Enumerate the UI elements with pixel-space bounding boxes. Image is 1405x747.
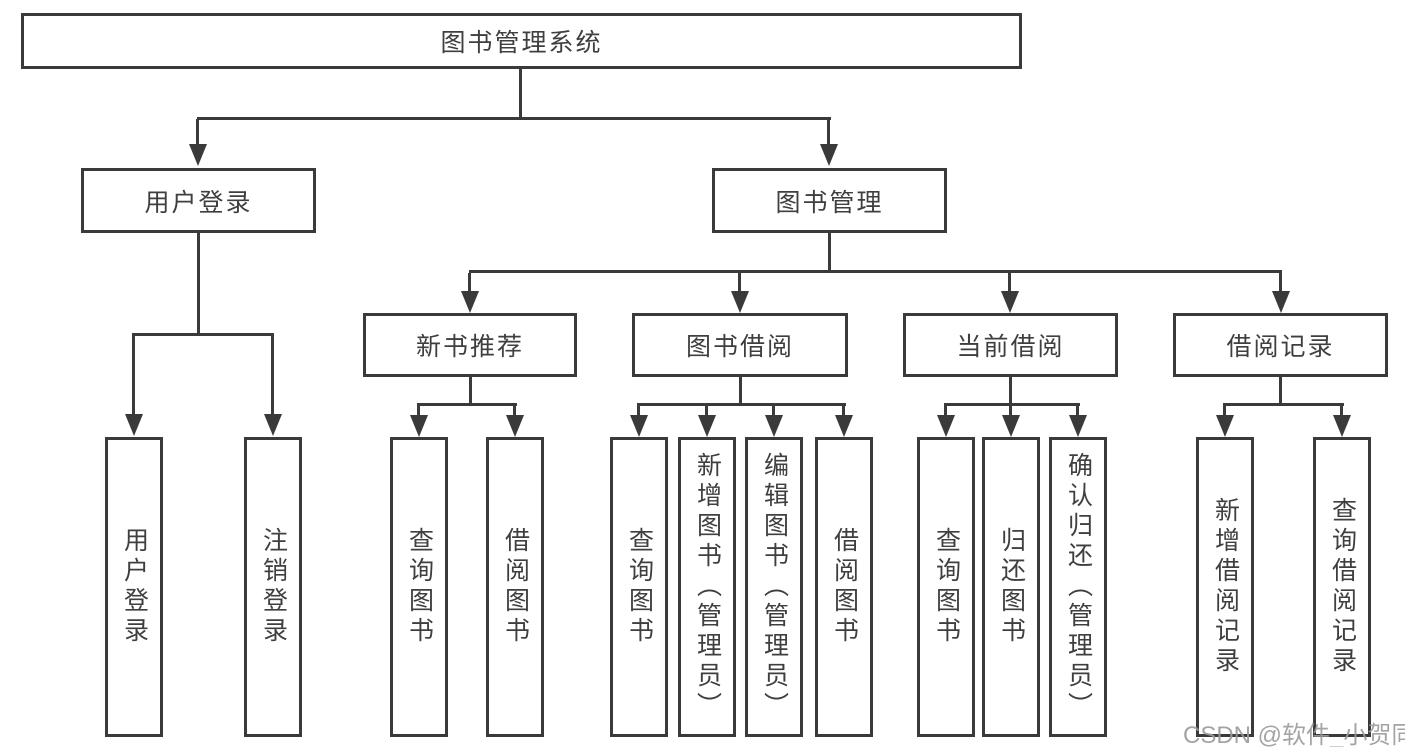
connector-line — [1279, 377, 1282, 406]
leaf-add-books-admin: 新增图书（管理员） — [678, 437, 736, 737]
node-user-login: 用户登录 — [81, 168, 316, 233]
node-label: 新增借阅记录 — [1211, 497, 1240, 677]
arrow-down-icon — [1069, 406, 1087, 437]
node-label: 注销登录 — [259, 527, 288, 647]
arrow-down-icon — [264, 336, 282, 436]
node-label: 图书管理 — [775, 188, 884, 217]
connector-line — [197, 233, 200, 335]
node-label: 用户登录 — [144, 188, 253, 217]
arrow-down-icon — [410, 406, 428, 437]
node-label: 归还图书 — [997, 527, 1026, 647]
connector-line — [944, 403, 1080, 406]
arrow-down-icon — [461, 273, 479, 313]
node-book-borrowing: 图书借阅 — [632, 313, 848, 377]
node-book-management: 图书管理 — [712, 168, 947, 233]
connector-line — [519, 69, 522, 119]
connector-line — [739, 377, 742, 406]
leaf-query-borrow-record: 查询借阅记录 — [1313, 437, 1371, 737]
watermark-text: CSDN @软件_小贺同学 — [1183, 722, 1405, 747]
connector-line — [1009, 377, 1012, 406]
leaf-query-books-borrowing: 查询图书 — [610, 437, 668, 737]
node-label: 确认归还（管理员） — [1064, 452, 1093, 722]
node-borrowing-records: 借阅记录 — [1173, 313, 1388, 377]
leaf-user-login: 用户登录 — [105, 437, 163, 737]
arrow-down-icon — [820, 119, 838, 166]
arrow-down-icon — [937, 406, 955, 437]
node-label: 图书借阅 — [685, 333, 794, 361]
arrow-down-icon — [1333, 406, 1351, 437]
connector-line — [417, 403, 517, 406]
node-label: 查询图书 — [625, 527, 654, 647]
node-current-borrowing: 当前借阅 — [903, 313, 1118, 377]
arrow-down-icon — [1002, 406, 1020, 437]
node-label: 查询图书 — [932, 527, 961, 647]
node-label: 当前借阅 — [956, 333, 1065, 361]
arrow-down-icon — [765, 406, 783, 437]
arrow-down-icon — [506, 406, 524, 437]
node-library-system: 图书管理系统 — [21, 13, 1022, 69]
connector-line — [469, 270, 1282, 273]
node-label: 新增图书（管理员） — [693, 452, 722, 722]
arrow-down-icon — [1001, 273, 1019, 313]
node-label: 用户登录 — [120, 527, 149, 647]
arrow-down-icon — [1272, 273, 1290, 313]
leaf-borrow-books-borrowing: 借阅图书 — [815, 437, 873, 737]
arrow-down-icon — [125, 336, 143, 436]
leaf-add-borrow-record: 新增借阅记录 — [1196, 437, 1254, 737]
connector-line — [1223, 403, 1344, 406]
node-label: 借阅记录 — [1226, 333, 1335, 361]
arrow-down-icon — [731, 273, 749, 313]
node-label: 查询借阅记录 — [1328, 497, 1357, 677]
node-label: 图书管理系统 — [440, 29, 603, 57]
arrow-down-icon — [1216, 406, 1234, 437]
arrow-down-icon — [835, 406, 853, 437]
node-new-book-recommend: 新书推荐 — [363, 313, 577, 377]
node-label: 编辑图书（管理员） — [760, 452, 789, 722]
arrow-down-icon — [630, 406, 648, 437]
node-label: 新书推荐 — [415, 333, 524, 361]
leaf-logout-login: 注销登录 — [244, 437, 302, 737]
connector-line — [637, 403, 846, 406]
connector-line — [132, 333, 274, 336]
leaf-return-books: 归还图书 — [982, 437, 1040, 737]
leaf-query-books-current: 查询图书 — [917, 437, 975, 737]
node-label: 借阅图书 — [830, 527, 859, 647]
arrow-down-icon — [698, 406, 716, 437]
node-label: 查询图书 — [405, 527, 434, 647]
connector-line — [828, 233, 831, 273]
leaf-confirm-return-admin: 确认归还（管理员） — [1049, 437, 1107, 737]
leaf-borrow-books-recommend: 借阅图书 — [486, 437, 544, 737]
node-label: 借阅图书 — [501, 527, 530, 647]
connector-line — [197, 117, 831, 120]
arrow-down-icon — [189, 119, 207, 166]
connector-line — [469, 377, 472, 406]
leaf-edit-books-admin: 编辑图书（管理员） — [745, 437, 803, 737]
leaf-query-books-recommend: 查询图书 — [390, 437, 448, 737]
